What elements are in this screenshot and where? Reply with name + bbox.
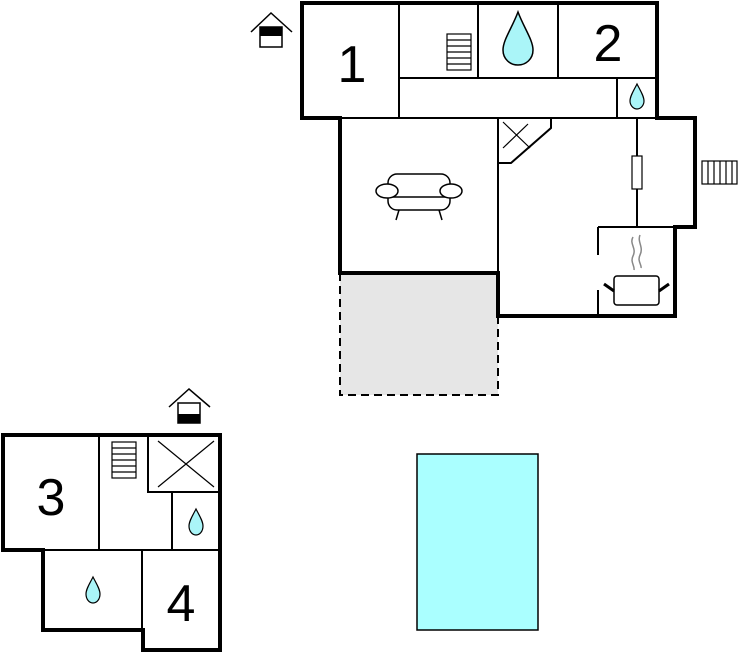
kitchen-pot-icon: [603, 234, 670, 306]
partition-wall: [631, 118, 643, 227]
closet: [498, 118, 552, 164]
lower-building: [1, 433, 222, 652]
upper-building: [300, 1, 697, 318]
bathroom-drop-icon: [85, 575, 101, 604]
stairs-icon: [111, 441, 137, 479]
entrance-icon: [168, 388, 211, 424]
room-label-1: 1: [338, 36, 367, 94]
sofa-icon: [375, 173, 463, 221]
bathroom-drop-icon: [502, 9, 534, 66]
room-label-2: 2: [594, 15, 623, 73]
swimming-pool: [416, 453, 539, 631]
room-label-3: 3: [37, 469, 66, 527]
bathroom-drop-icon: [629, 82, 645, 110]
entrance-icon: [250, 11, 293, 48]
closet-cross: [157, 440, 215, 488]
room-label-4: 4: [167, 575, 196, 633]
terrace: [339, 273, 499, 396]
stairs-icon: [446, 33, 472, 71]
bathroom-drop-icon: [188, 507, 204, 536]
outdoor-stairs-icon: [701, 160, 738, 185]
